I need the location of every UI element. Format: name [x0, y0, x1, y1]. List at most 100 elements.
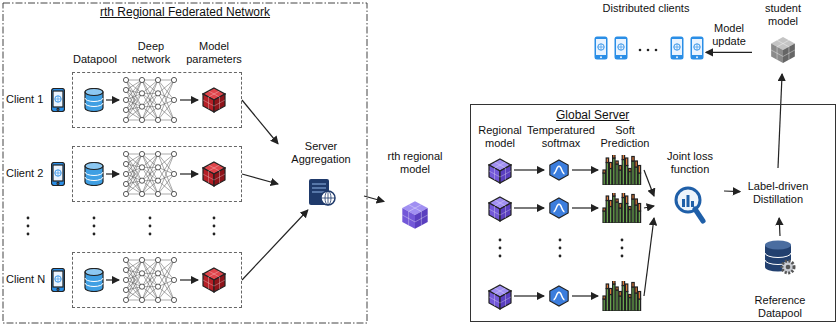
art-part — [514, 169, 544, 170]
art-part — [621, 255, 624, 258]
art-part — [499, 239, 502, 242]
art-part — [499, 255, 502, 258]
art-part — [550, 160, 568, 180]
joint-loss-icon — [676, 188, 703, 221]
node-text: Server Aggregation — [281, 140, 361, 166]
art-part — [52, 163, 65, 186]
art-part — [691, 37, 704, 60]
student-model: student model — [752, 2, 814, 74]
art-part — [180, 99, 198, 100]
column-header: Model parameters — [184, 40, 244, 66]
node-text: student model — [755, 2, 811, 28]
art-part — [603, 189, 641, 224]
connector — [242, 210, 308, 280]
art-part — [559, 247, 562, 250]
client-row: Client N — [72, 252, 242, 308]
art-part — [180, 173, 198, 174]
connector — [778, 74, 782, 168]
art-part — [647, 49, 650, 52]
art-part — [603, 277, 641, 312]
art-part — [644, 206, 654, 208]
global-server-panel: Global ServerJoint loss functionLabel-dr… — [470, 104, 836, 322]
art-part — [572, 169, 598, 170]
distillation-box: Label-driven Distillation — [740, 168, 816, 218]
art-part — [644, 218, 654, 296]
server-icon — [309, 179, 335, 205]
art-part — [671, 37, 684, 60]
column-header: Deep network — [126, 40, 176, 66]
node-text: Distributed clients — [603, 2, 690, 15]
art-part — [595, 37, 608, 60]
regional-network-panel: rth Regional Federated NetworkClient 1 Cl… — [2, 2, 368, 324]
art-part — [499, 247, 502, 250]
art-part — [52, 89, 65, 112]
art-part — [27, 217, 30, 220]
node-text: Joint loss function — [659, 150, 721, 176]
art-part — [180, 279, 198, 280]
connector — [242, 174, 278, 184]
art-part — [203, 268, 225, 292]
student-cube — [771, 37, 795, 63]
art-part — [621, 239, 624, 242]
art-part — [93, 225, 96, 228]
connector — [242, 100, 278, 144]
joint-loss: Joint loss function — [656, 150, 724, 232]
art-part — [514, 207, 544, 208]
reference-datapool-icon — [765, 241, 794, 274]
art-part — [27, 225, 30, 228]
regional-model: rth regional model — [384, 150, 446, 230]
art-part — [550, 198, 568, 218]
art-part — [123, 257, 176, 302]
art-part — [644, 170, 654, 196]
art-part — [559, 239, 562, 242]
art-part — [203, 88, 225, 112]
art-part — [639, 49, 642, 52]
server-aggregation: Server Aggregation — [278, 140, 364, 210]
art-part — [621, 247, 624, 250]
node-text: Reference Datapool — [745, 294, 815, 320]
art-part — [149, 225, 152, 228]
art-part — [213, 217, 216, 220]
art-part — [489, 285, 511, 309]
column-header: Regional model — [476, 124, 524, 150]
global-rows — [489, 151, 654, 312]
art-part — [149, 233, 152, 236]
node-text: Client 1 — [6, 93, 52, 106]
connector — [706, 52, 752, 53]
art-part — [572, 295, 598, 296]
node-text: Global Server — [556, 108, 629, 122]
art-part — [93, 217, 96, 220]
art-part — [550, 286, 568, 306]
art-part — [106, 279, 119, 280]
client-rows — [52, 77, 226, 302]
art-part — [572, 207, 598, 208]
node-text: rth Regional Federated Network — [100, 5, 270, 19]
art-part — [52, 269, 65, 292]
art-part — [213, 225, 216, 228]
art-part — [27, 233, 30, 236]
art-part — [123, 151, 176, 196]
art-part — [615, 37, 628, 60]
art-part — [655, 49, 658, 52]
column-header: Temperatured softmax — [526, 124, 596, 150]
art-part — [514, 295, 544, 296]
art-part — [213, 233, 216, 236]
art-part — [93, 233, 96, 236]
art-part — [106, 99, 119, 100]
art-part — [559, 255, 562, 258]
node-text: Label-driven Distillation — [743, 180, 813, 206]
node-text: rth regional model — [387, 150, 443, 176]
client-phones — [595, 37, 704, 60]
column-header: Soft Prediction — [598, 124, 652, 150]
reference-datapool: Reference Datapool — [742, 236, 818, 320]
client-row: Client 2 — [72, 146, 242, 202]
art-part — [489, 159, 511, 183]
art-part — [603, 151, 641, 186]
edge-label: Model update — [708, 22, 750, 48]
client-row: Client 1 — [72, 72, 242, 128]
art-part — [85, 269, 103, 292]
art-part — [3, 3, 367, 323]
